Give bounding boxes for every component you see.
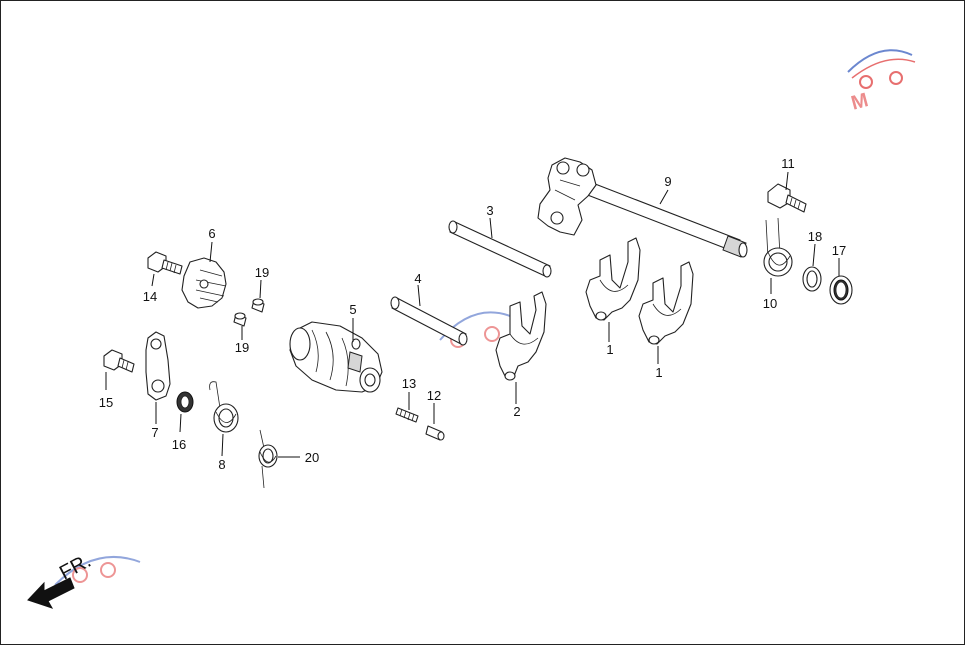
part-3-fork-shaft [448, 220, 552, 278]
callout-9: 9 [664, 174, 671, 189]
watermark-logo-top-right: M [847, 49, 916, 115]
part-14-bolt [147, 251, 183, 275]
svg-text:M: M [849, 89, 871, 115]
callout-16: 16 [172, 437, 186, 452]
callout-20: 20 [305, 450, 319, 465]
part-19-pin-b [233, 312, 247, 327]
callout-11: 11 [781, 156, 795, 171]
part-15-bolt [103, 349, 135, 373]
callout-17: 17 [832, 243, 846, 258]
part-19-pin-a [251, 298, 265, 313]
leader-4 [417, 284, 421, 307]
callout-12: 12 [427, 388, 441, 403]
part-20-spring [258, 429, 278, 489]
callout-3: 3 [486, 203, 493, 218]
callout-8: 8 [218, 457, 225, 472]
part-16-washer [176, 391, 194, 413]
callout-7: 7 [151, 425, 158, 440]
leader-3 [489, 217, 493, 239]
callout-1b: 1 [655, 365, 662, 380]
part-8-stopper-spring [209, 381, 239, 433]
callout-6: 6 [208, 226, 215, 241]
part-1-shift-fork-a [585, 237, 641, 321]
callout-2: 2 [513, 404, 520, 419]
front-direction-arrow [27, 577, 75, 609]
callout-4: 4 [414, 271, 421, 286]
callout-13: 13 [402, 376, 416, 391]
part-11-bolt [767, 183, 807, 213]
part-6-drum-cam-plate [181, 257, 227, 309]
callout-5: 5 [349, 302, 356, 317]
leader-9 [659, 189, 669, 205]
part-7-stopper-arm [145, 331, 171, 401]
part-17-washer [829, 275, 853, 305]
leader-8 [221, 433, 224, 457]
part-9-shift-shaft [537, 157, 748, 258]
callout-19a: 19 [255, 265, 269, 280]
leader-6 [209, 241, 213, 263]
callout-14: 14 [143, 289, 157, 304]
callout-18: 18 [808, 229, 822, 244]
leader-16 [179, 413, 182, 433]
part-5-shift-drum [289, 321, 383, 393]
callout-1a: 1 [606, 342, 613, 357]
leader-11 [785, 171, 789, 191]
part-2-shift-fork [495, 291, 547, 381]
leader-18 [812, 243, 816, 267]
part-10-return-spring [763, 217, 793, 277]
part-12-pin [425, 425, 445, 441]
watermark-logo-bottom-left [54, 555, 141, 586]
callout-10: 10 [763, 296, 777, 311]
part-1-shift-fork-b [638, 261, 694, 345]
part-13-spring-pin [395, 407, 419, 423]
part-18-collar [802, 266, 822, 292]
leader-14 [151, 273, 155, 287]
callout-15: 15 [99, 395, 113, 410]
callout-19b: 19 [235, 340, 249, 355]
leader-19a [259, 279, 262, 299]
part-4-fork-shaft [390, 296, 468, 346]
